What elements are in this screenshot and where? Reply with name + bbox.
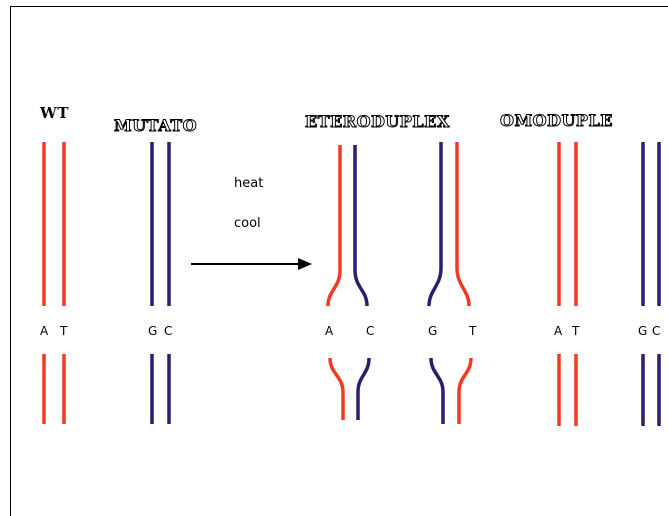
label-heteroduplex: ETERODUPLEX	[305, 112, 450, 132]
hetero1-red-bottom	[328, 357, 345, 420]
hetero2-base-left: G	[428, 324, 438, 338]
step-heat: heat	[234, 176, 264, 191]
hetero2-red-bottom	[457, 357, 473, 424]
wt-base-left: A	[40, 324, 49, 338]
mutant-base-left: G	[148, 324, 158, 338]
step-cool: cool	[234, 216, 261, 231]
label-homoduplex: OMODUPLE	[500, 111, 613, 131]
figure-frame	[10, 6, 668, 516]
hetero2-blue-top	[427, 142, 443, 307]
homo2-base-right: C	[652, 324, 661, 338]
mutant-base-right: C	[164, 324, 173, 338]
hetero1-base-right: C	[366, 324, 375, 338]
process-arrow-head	[298, 258, 312, 270]
hetero1-base-left: A	[325, 324, 334, 338]
wt-base-right: T	[60, 324, 68, 338]
hetero1-red-top	[326, 145, 342, 307]
hetero2-base-right: T	[469, 324, 477, 338]
hetero2-red-top	[455, 142, 471, 307]
homo1-base-left: A	[554, 324, 563, 338]
homo1-base-right: T	[572, 324, 580, 338]
hetero2-blue-bottom	[429, 357, 445, 424]
label-mutant: MUTATO	[113, 116, 198, 136]
hetero1-blue-top	[353, 145, 369, 307]
homo2-base-left: G	[638, 324, 648, 338]
label-wt: WT	[40, 104, 70, 122]
hetero1-blue-bottom	[356, 357, 371, 420]
